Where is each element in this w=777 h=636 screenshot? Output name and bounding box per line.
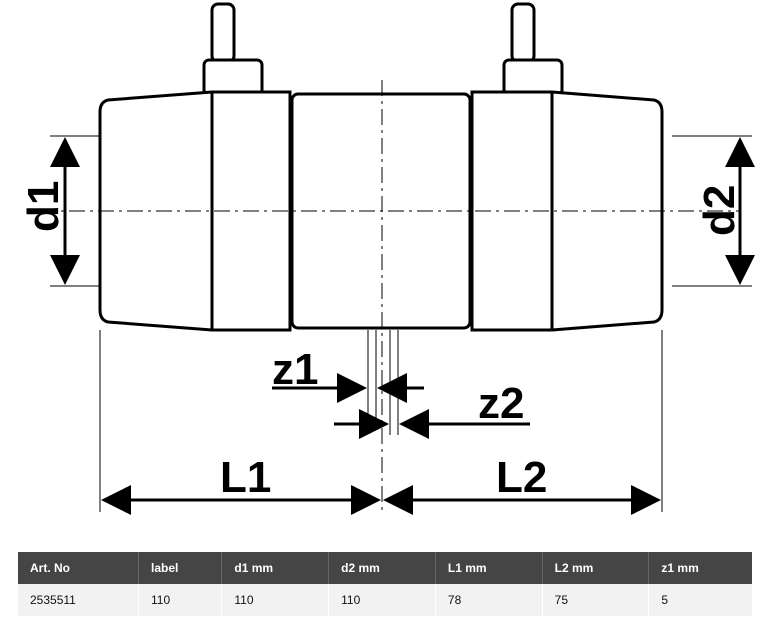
cell-L1: 78 bbox=[434, 584, 543, 616]
col-d2: d2 mm bbox=[328, 552, 436, 584]
col-art-no: Art. No bbox=[18, 552, 139, 584]
label-z1: z1 bbox=[272, 345, 318, 394]
col-L1: L1 mm bbox=[434, 552, 543, 584]
label-L2: L2 bbox=[496, 453, 547, 502]
col-z1: z1 mm bbox=[648, 552, 752, 584]
dimensions-table: Art. No label d1 mm d2 mm L1 mm L2 mm z1… bbox=[18, 552, 752, 616]
label-d2: d2 bbox=[695, 185, 744, 236]
table-header-row: Art. No label d1 mm d2 mm L1 mm L2 mm z1… bbox=[18, 552, 752, 584]
cell-art-no: 2535511 bbox=[18, 584, 139, 616]
cell-d1: 110 bbox=[221, 584, 329, 616]
col-d1: d1 mm bbox=[221, 552, 329, 584]
cell-d2: 110 bbox=[328, 584, 436, 616]
cell-z1: 5 bbox=[648, 584, 752, 616]
cell-L2: 75 bbox=[541, 584, 649, 616]
col-L2: L2 mm bbox=[541, 552, 649, 584]
col-label: label bbox=[137, 552, 222, 584]
coupling-body bbox=[98, 2, 664, 332]
label-L1: L1 bbox=[220, 453, 271, 502]
label-d1: d1 bbox=[19, 181, 68, 232]
table-row: 2535511 110 110 110 78 75 5 bbox=[18, 584, 752, 616]
label-z2: z2 bbox=[478, 379, 524, 428]
coupling-technical-drawing: d1 d2 z1 z2 L1 L2 bbox=[19, 2, 755, 515]
cell-label: 110 bbox=[137, 584, 222, 616]
